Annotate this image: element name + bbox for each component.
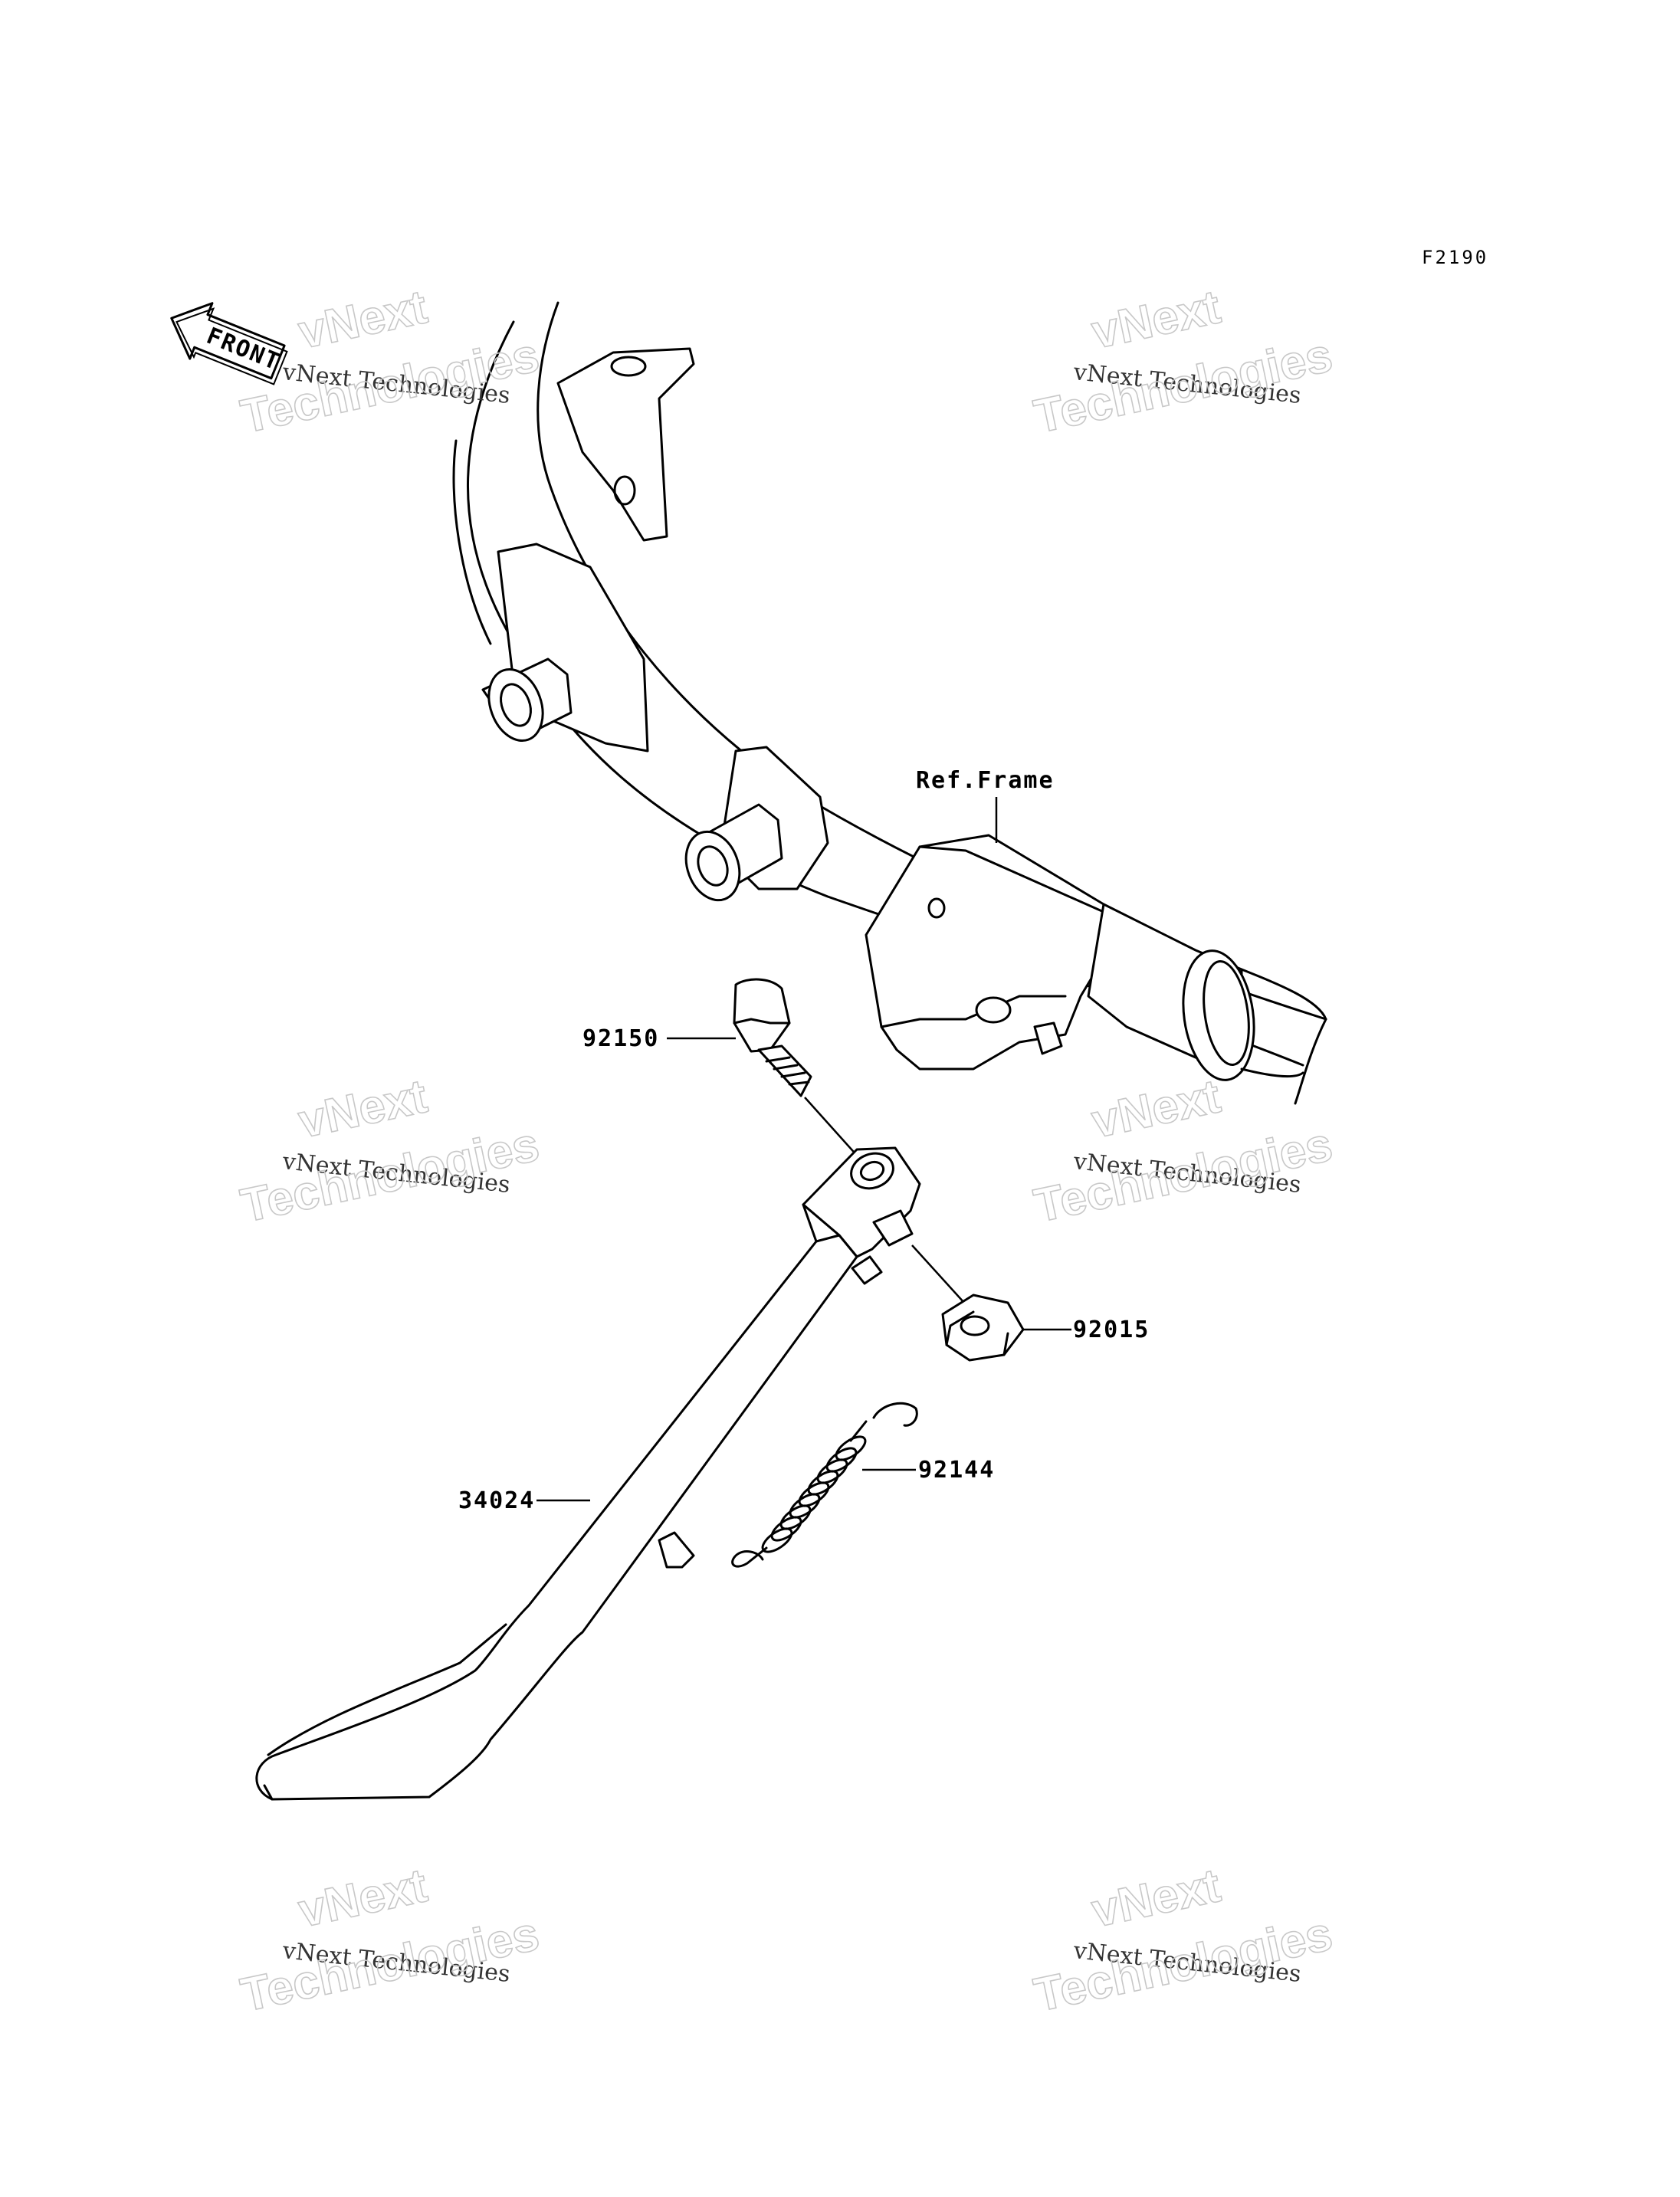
frame-assembly: Ref.Frame — [452, 301, 1327, 1105]
nut-92015: 92015 — [911, 1244, 1150, 1362]
watermark-bottom-left: vNext vNext Technologies Technologies — [236, 1858, 544, 2022]
svg-text:Technologies: Technologies — [237, 1118, 544, 1233]
svg-text:Technologies: Technologies — [1030, 1907, 1337, 2022]
diagram-code: F2190 — [1422, 247, 1488, 268]
spring-coils — [761, 1435, 867, 1553]
svg-text:vNext: vNext — [1088, 280, 1226, 359]
svg-text:Technologies: Technologies — [1030, 1118, 1337, 1233]
watermark-mid-left: vNext vNext Technologies Technologies — [236, 1069, 544, 1233]
callout-92150: 92150 — [582, 1025, 659, 1052]
side-stand-34024: 34024 — [255, 1146, 921, 1801]
svg-text:Technologies: Technologies — [237, 1907, 544, 2022]
svg-text:vNext: vNext — [294, 1859, 432, 1938]
ref-frame-label: Ref.Frame — [916, 767, 1055, 794]
spring-92144: 92144 — [731, 1402, 995, 1568]
svg-text:vNext: vNext — [294, 280, 432, 359]
callout-92144: 92144 — [918, 1457, 995, 1484]
front-direction-icon: FRONT — [170, 302, 288, 385]
bolt-92150: 92150 — [582, 978, 859, 1158]
svg-text:vNext: vNext — [1088, 1070, 1226, 1149]
watermark-mid-right: vNext vNext Technologies Technologies — [1029, 1069, 1337, 1233]
callout-34024: 34024 — [458, 1487, 535, 1514]
svg-text:vNext: vNext — [1088, 1859, 1226, 1938]
watermark-bottom-right: vNext vNext Technologies Technologies — [1029, 1858, 1337, 2022]
watermark-top-right: vNext vNext Technologies Technologies — [1029, 280, 1337, 444]
svg-text:Technologies: Technologies — [1030, 329, 1337, 444]
svg-text:vNext: vNext — [294, 1070, 432, 1149]
callout-92015: 92015 — [1073, 1317, 1150, 1343]
